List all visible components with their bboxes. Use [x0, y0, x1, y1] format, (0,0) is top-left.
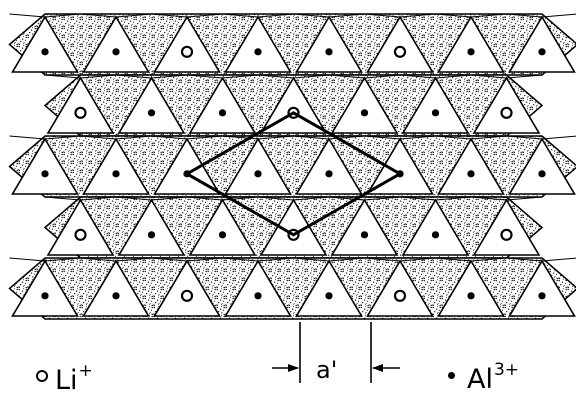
li-site: [182, 47, 192, 57]
filled-circle-icon: [448, 372, 455, 379]
al-site: [538, 292, 545, 299]
al-site: [219, 231, 226, 238]
al-site: [325, 292, 332, 299]
legend-al: Al3+: [448, 355, 519, 395]
al-site: [467, 292, 474, 299]
li-site: [502, 230, 512, 240]
legend-al-label: Al: [467, 364, 493, 395]
al-site: [361, 109, 368, 116]
li-site: [182, 291, 192, 301]
legend-li: Li+: [36, 356, 93, 396]
al-site: [432, 231, 439, 238]
al-site: [432, 109, 439, 116]
dimension-arrow-right: [372, 364, 383, 372]
lattice-parameter-label: a': [316, 357, 337, 383]
legend-li-label: Li: [55, 365, 78, 396]
al-site: [41, 170, 48, 177]
li-site: [395, 47, 405, 57]
ridge-line: [10, 258, 46, 261]
al-site: [41, 292, 48, 299]
al-site: [325, 170, 332, 177]
al-site: [219, 109, 226, 116]
al-site: [538, 170, 545, 177]
legend-li-charge: +: [79, 361, 93, 381]
dimension-arrow-left: [288, 364, 299, 372]
ridge-line: [10, 14, 46, 17]
al-site: [112, 292, 119, 299]
li-site: [76, 108, 86, 118]
open-circle-icon: [36, 370, 48, 382]
al-site: [112, 48, 119, 55]
al-site: [148, 109, 155, 116]
ridge-line: [542, 14, 576, 17]
al-site: [254, 292, 261, 299]
al-site: [467, 170, 474, 177]
ridge-line: [542, 258, 576, 261]
al-site: [41, 48, 48, 55]
li-site: [502, 108, 512, 118]
al-site: [254, 170, 261, 177]
al-site: [361, 231, 368, 238]
ridge-line: [542, 136, 576, 139]
li-site: [395, 291, 405, 301]
al-site: [254, 48, 261, 55]
al-site: [325, 48, 332, 55]
al-site: [148, 231, 155, 238]
legend-al-charge: 3+: [494, 360, 519, 380]
al-site: [538, 48, 545, 55]
ridge-line: [10, 136, 46, 139]
al-site: [112, 170, 119, 177]
li-site: [76, 230, 86, 240]
al-site: [467, 48, 474, 55]
